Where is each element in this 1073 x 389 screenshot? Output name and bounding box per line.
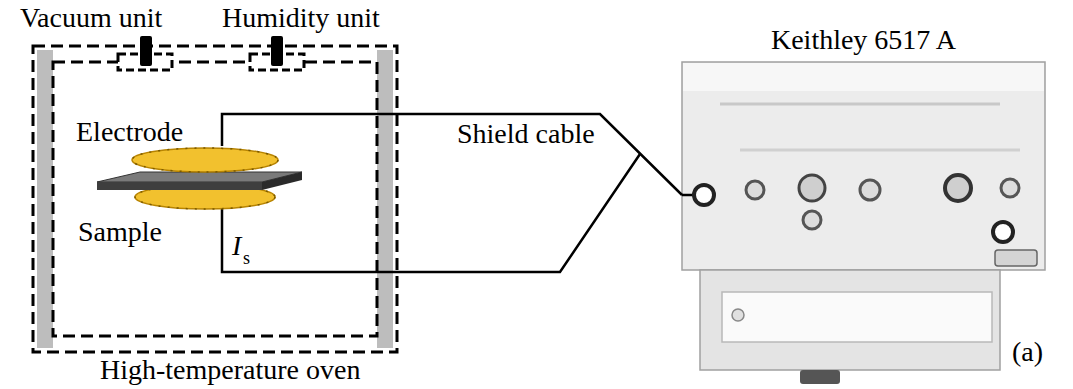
input-port <box>694 185 714 205</box>
meter-lower-body <box>700 270 1000 370</box>
current-symbol: I <box>232 232 241 260</box>
sample-slab: Sample <box>97 172 302 190</box>
sample-side <box>262 172 302 190</box>
electrode-disc: Electrode <box>132 146 278 174</box>
terminal <box>799 175 825 201</box>
vacuum-unit-block <box>140 36 152 66</box>
electrode-rim <box>132 148 278 172</box>
oven-wall <box>377 50 393 348</box>
terminal <box>1001 179 1019 197</box>
serial-port <box>995 250 1037 266</box>
node-label: High-temperature oven <box>100 356 360 384</box>
meter-body <box>682 62 1045 270</box>
unit-label: Vacuum unit <box>20 4 162 32</box>
top-electrode <box>132 148 278 172</box>
terminal <box>945 175 971 201</box>
oven-box: High-temperature ovenElectrodeSample <box>33 46 397 352</box>
oven-outer-shell <box>33 46 397 352</box>
oven-inner-chamber <box>53 62 377 336</box>
sample-front <box>97 182 262 190</box>
meter-print-line <box>740 149 1020 152</box>
bnc-port <box>993 222 1013 242</box>
meter-foot <box>800 370 840 384</box>
meter-top-strip <box>683 63 1044 91</box>
node-label: Keithley 6517 A <box>682 26 1045 54</box>
node-label: Electrode <box>76 118 183 146</box>
shield-cable <box>222 114 682 195</box>
unit-label: Humidity unit <box>222 4 380 32</box>
electrometer: Keithley 6517 A <box>682 62 1045 370</box>
panel-letter: (a) <box>1012 338 1043 366</box>
humidity-unit-block <box>271 36 283 66</box>
edge-label: Shield cable <box>455 120 597 148</box>
terminal <box>803 211 821 229</box>
current-subscript: s <box>243 249 250 267</box>
meter-recess <box>722 292 992 342</box>
terminal <box>746 181 764 199</box>
oven-wall <box>37 50 53 348</box>
meter-print-line <box>720 103 1000 106</box>
terminal <box>860 180 880 200</box>
node-label: Sample <box>78 218 162 246</box>
meter-knob <box>732 309 744 321</box>
